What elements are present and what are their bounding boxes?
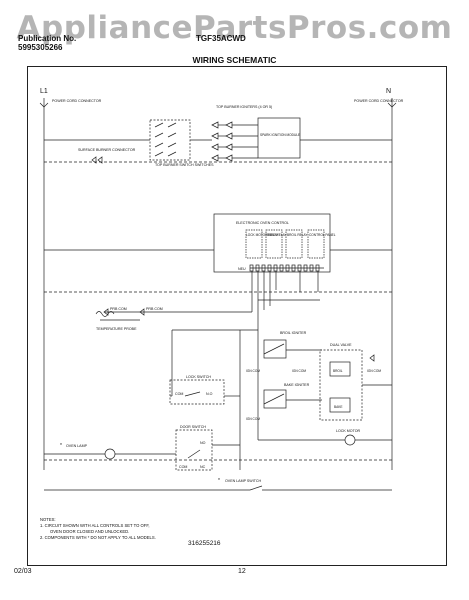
surface-burner-connector: [91, 156, 103, 164]
temperature-probe-label: TEMPERATURE PROBE: [96, 327, 137, 331]
broil-igniter-label: BROIL IGNITER: [280, 331, 307, 335]
notes-line-3: 2. COMPONENTS WITH * DO NOT APPLY TO ALL…: [40, 535, 156, 540]
part-number: 5995305266: [18, 43, 63, 52]
top-burner-igniters-label: TOP BURNER IGNITERS (4 OR 5): [216, 105, 272, 109]
broil-igniter-box: [263, 339, 287, 359]
watermark: AppliancePartsPros.com: [16, 10, 453, 46]
ign-com-label-2: IGN COM: [292, 369, 306, 373]
lock-switch-label: LOCK SWITCH: [186, 375, 211, 379]
notes-heading: NOTES:: [40, 517, 56, 522]
relay-1-label: LOCK MOTOR RELAY: [246, 233, 279, 237]
top-burner-igniters: [211, 121, 258, 162]
electronic-oven-control-box: [213, 213, 331, 273]
rail-label-n: N: [386, 88, 391, 95]
probe-sense-label: PRB COM: [146, 307, 163, 311]
ign-com-label-1: IGN COM: [246, 369, 260, 373]
broil-valve-coil: [329, 361, 351, 377]
power-cord-connector-right: [387, 102, 397, 108]
diagram-number: 316255216: [188, 540, 221, 547]
bake-igniter-box: [263, 389, 287, 409]
footer-date: 02/03: [14, 568, 32, 575]
lock-motor-symbol: [344, 434, 356, 446]
bake-valve-label: BAKE: [334, 405, 343, 409]
spark-module-label: SPARK IGNITION MODULE: [260, 133, 300, 137]
publication-label: Publication No.: [18, 34, 77, 43]
door-com-label: COM: [179, 465, 187, 469]
door-no-label: NO: [200, 441, 206, 445]
electronic-oven-control-label: ELECTRONIC OVEN CONTROL: [236, 221, 289, 225]
oven-lamp-asterisk: *: [60, 443, 62, 449]
bake-igniter-label: BAKE IGNITER: [284, 383, 310, 387]
door-nc-label: NC: [200, 465, 206, 469]
model-number: TGF35ACWD: [196, 34, 246, 43]
oven-lamp-switch-label: OVEN LAMP SWITCH: [225, 479, 261, 483]
control-terminals: [249, 264, 320, 272]
power-cord-right-label: POWER CORD CONNECTOR: [354, 99, 404, 103]
notes-line-1: 1. CIRCUIT SHOWN WITH ALL CONTROLS SET T…: [40, 523, 150, 528]
ign-com-label-3: IGN COM: [246, 417, 260, 421]
schematic-frame: [27, 66, 447, 566]
relay-4-label: CONTROL PANEL: [309, 233, 336, 237]
dual-valve-label: DUAL VALVE: [330, 343, 352, 347]
dual-valve-box: [319, 349, 363, 421]
oven-lamp-switch-asterisk: *: [218, 478, 220, 484]
broil-valve-label: BROIL: [333, 369, 343, 373]
bake-valve-coil: [329, 397, 351, 413]
burner-switches-label: TOP BURNER SWITCH SWITCHES: [155, 163, 214, 167]
lock-motor-label: LOCK MOTOR: [336, 429, 360, 433]
power-cord-connector-left: [39, 102, 49, 108]
spark-module-box: [257, 117, 301, 159]
lock-no-label: N.O: [206, 392, 213, 396]
page-title: WIRING SCHEMATIC: [192, 55, 277, 65]
lock-switch-box: [169, 379, 225, 405]
rail-label-l1: L1: [40, 88, 48, 95]
ign-com-label-4: IGN COM: [367, 369, 381, 373]
relay-3-label: BROIL RELAY: [287, 233, 308, 237]
footer-page-number: 12: [238, 568, 246, 575]
notes-block: NOTES: 1. CIRCUIT SHOWN WITH ALL CONTROL…: [40, 517, 156, 541]
lock-com-label: COM: [175, 392, 183, 396]
door-switch-box: [175, 429, 213, 471]
temperature-probe-sensor: [95, 311, 115, 317]
oven-lamp-symbol: [104, 448, 116, 460]
terminal-row-label: NEU: [238, 267, 246, 271]
notes-line-2: OVEN DOOR CLOSED AND UNLOCKED.: [50, 529, 130, 534]
power-cord-left-label: POWER CORD CONNECTOR: [52, 99, 102, 103]
probe-com-label: PRB COM: [110, 307, 127, 311]
burner-switch-bank: [154, 122, 177, 157]
door-switch-label: DOOR SWITCH: [180, 425, 206, 429]
oven-lamp-label: OVEN LAMP: [66, 444, 88, 448]
surface-burner-connector-label: SURFACE BURNER CONNECTOR: [78, 148, 136, 152]
relay-2-label: BAKE RELAY: [267, 233, 287, 237]
